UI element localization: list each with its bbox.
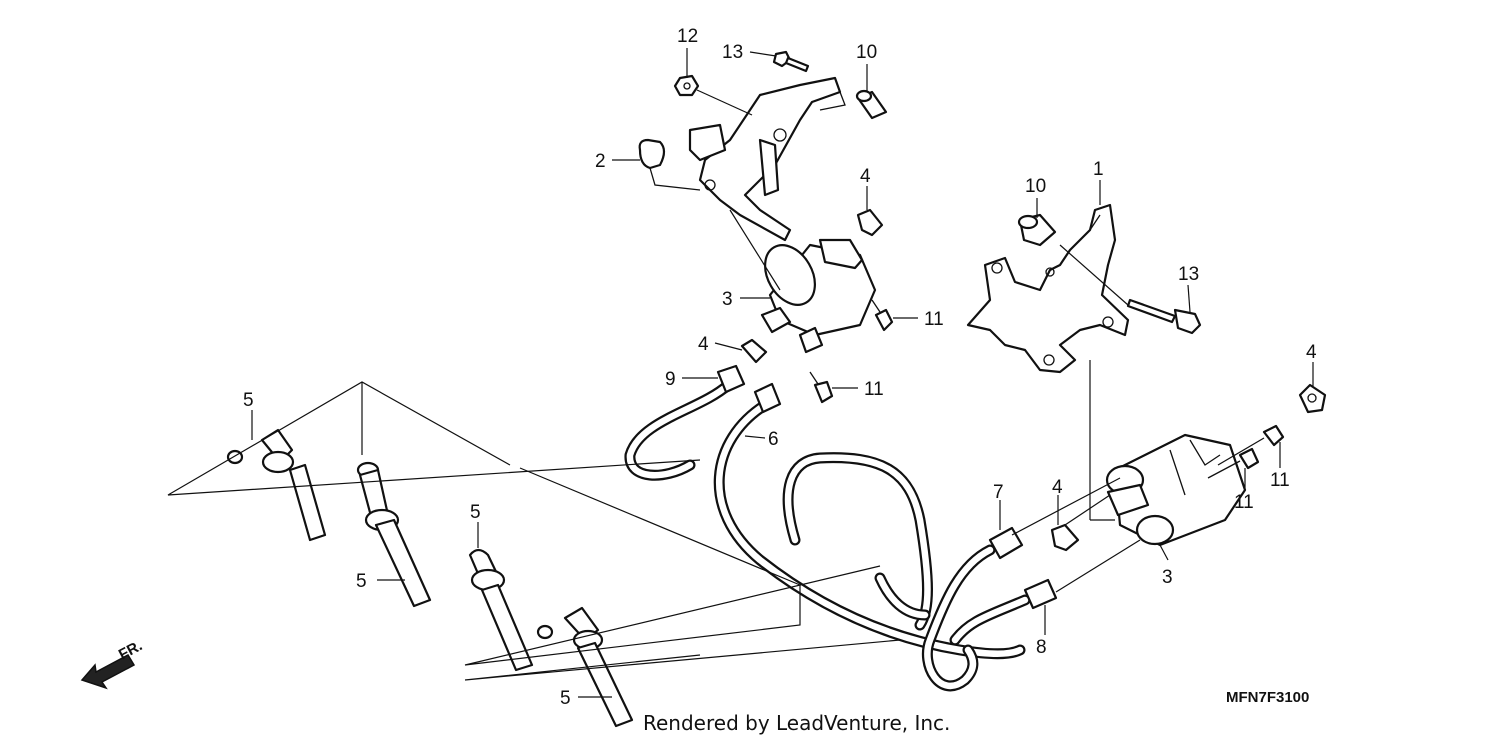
front-direction-arrow: FR. <box>80 637 145 690</box>
spark-plug-cap-4 <box>536 606 634 728</box>
callout-5: 5 <box>560 688 571 709</box>
callout-3: 3 <box>1162 567 1173 588</box>
ignition-coil-upper <box>760 238 877 354</box>
bolt-13-lower <box>1126 298 1202 335</box>
callout-4: 4 <box>698 334 709 355</box>
callout-12: 12 <box>677 26 698 47</box>
callout-4: 4 <box>1052 477 1063 498</box>
leader-lines <box>251 48 1314 698</box>
bolt-11-b <box>809 371 834 404</box>
callout-5: 5 <box>243 390 254 411</box>
callout-4: 4 <box>1306 342 1317 363</box>
callout-10: 10 <box>856 42 877 63</box>
callout-13: 13 <box>1178 264 1199 285</box>
lower-coil-bracket <box>966 203 1130 374</box>
high-tension-cord-7 <box>921 526 1024 692</box>
callout-11: 11 <box>1270 470 1290 491</box>
footer-credit: Rendered by LeadVenture, Inc. <box>643 711 950 735</box>
callout-2: 2 <box>595 151 606 172</box>
callout-5: 5 <box>356 571 367 592</box>
nut-12 <box>673 74 700 97</box>
callout-9: 9 <box>665 369 676 390</box>
collar-10-upper <box>855 89 888 120</box>
callout-10: 10 <box>1025 176 1046 197</box>
high-tension-cord-8 <box>949 578 1058 646</box>
ignition-coil-lower <box>1105 433 1247 547</box>
high-tension-cord-6 <box>713 382 1026 660</box>
wire-clip-2 <box>638 138 701 191</box>
clip-4-d <box>1050 523 1080 552</box>
callout-6: 6 <box>768 429 779 450</box>
bolt-11-a <box>871 299 894 332</box>
callout-8: 8 <box>1036 637 1047 658</box>
callout-labels: 12 13 10 2 4 10 1 13 3 11 4 9 11 4 5 6 1… <box>243 26 1317 709</box>
high-tension-cord-9 <box>624 364 746 481</box>
callout-11: 11 <box>864 379 884 400</box>
clip-4-c <box>1298 383 1327 414</box>
callout-7: 7 <box>993 482 1004 503</box>
bolt-11-d <box>1207 447 1260 479</box>
callout-4: 4 <box>860 166 871 187</box>
bolt-13-upper <box>772 50 810 73</box>
upper-coil-bracket <box>688 76 846 242</box>
callout-3: 3 <box>722 289 733 310</box>
clip-4-b <box>740 338 768 364</box>
clip-4-a <box>856 208 884 237</box>
callout-13: 13 <box>722 42 743 63</box>
collar-10-lower <box>1017 213 1057 247</box>
cord-end-lower <box>874 572 931 621</box>
spark-plug-cap-3 <box>468 548 534 672</box>
callout-11: 11 <box>1234 492 1254 513</box>
diagram-code: MFN7F3100 <box>1226 689 1309 706</box>
spark-plug-cap-1 <box>226 428 327 542</box>
callout-5: 5 <box>470 502 481 523</box>
callout-11: 11 <box>924 309 944 330</box>
bolt-11-c <box>1217 424 1285 466</box>
spark-plug-cap-2 <box>356 461 432 608</box>
callout-1: 1 <box>1093 159 1104 180</box>
perspective-guides <box>167 381 901 681</box>
